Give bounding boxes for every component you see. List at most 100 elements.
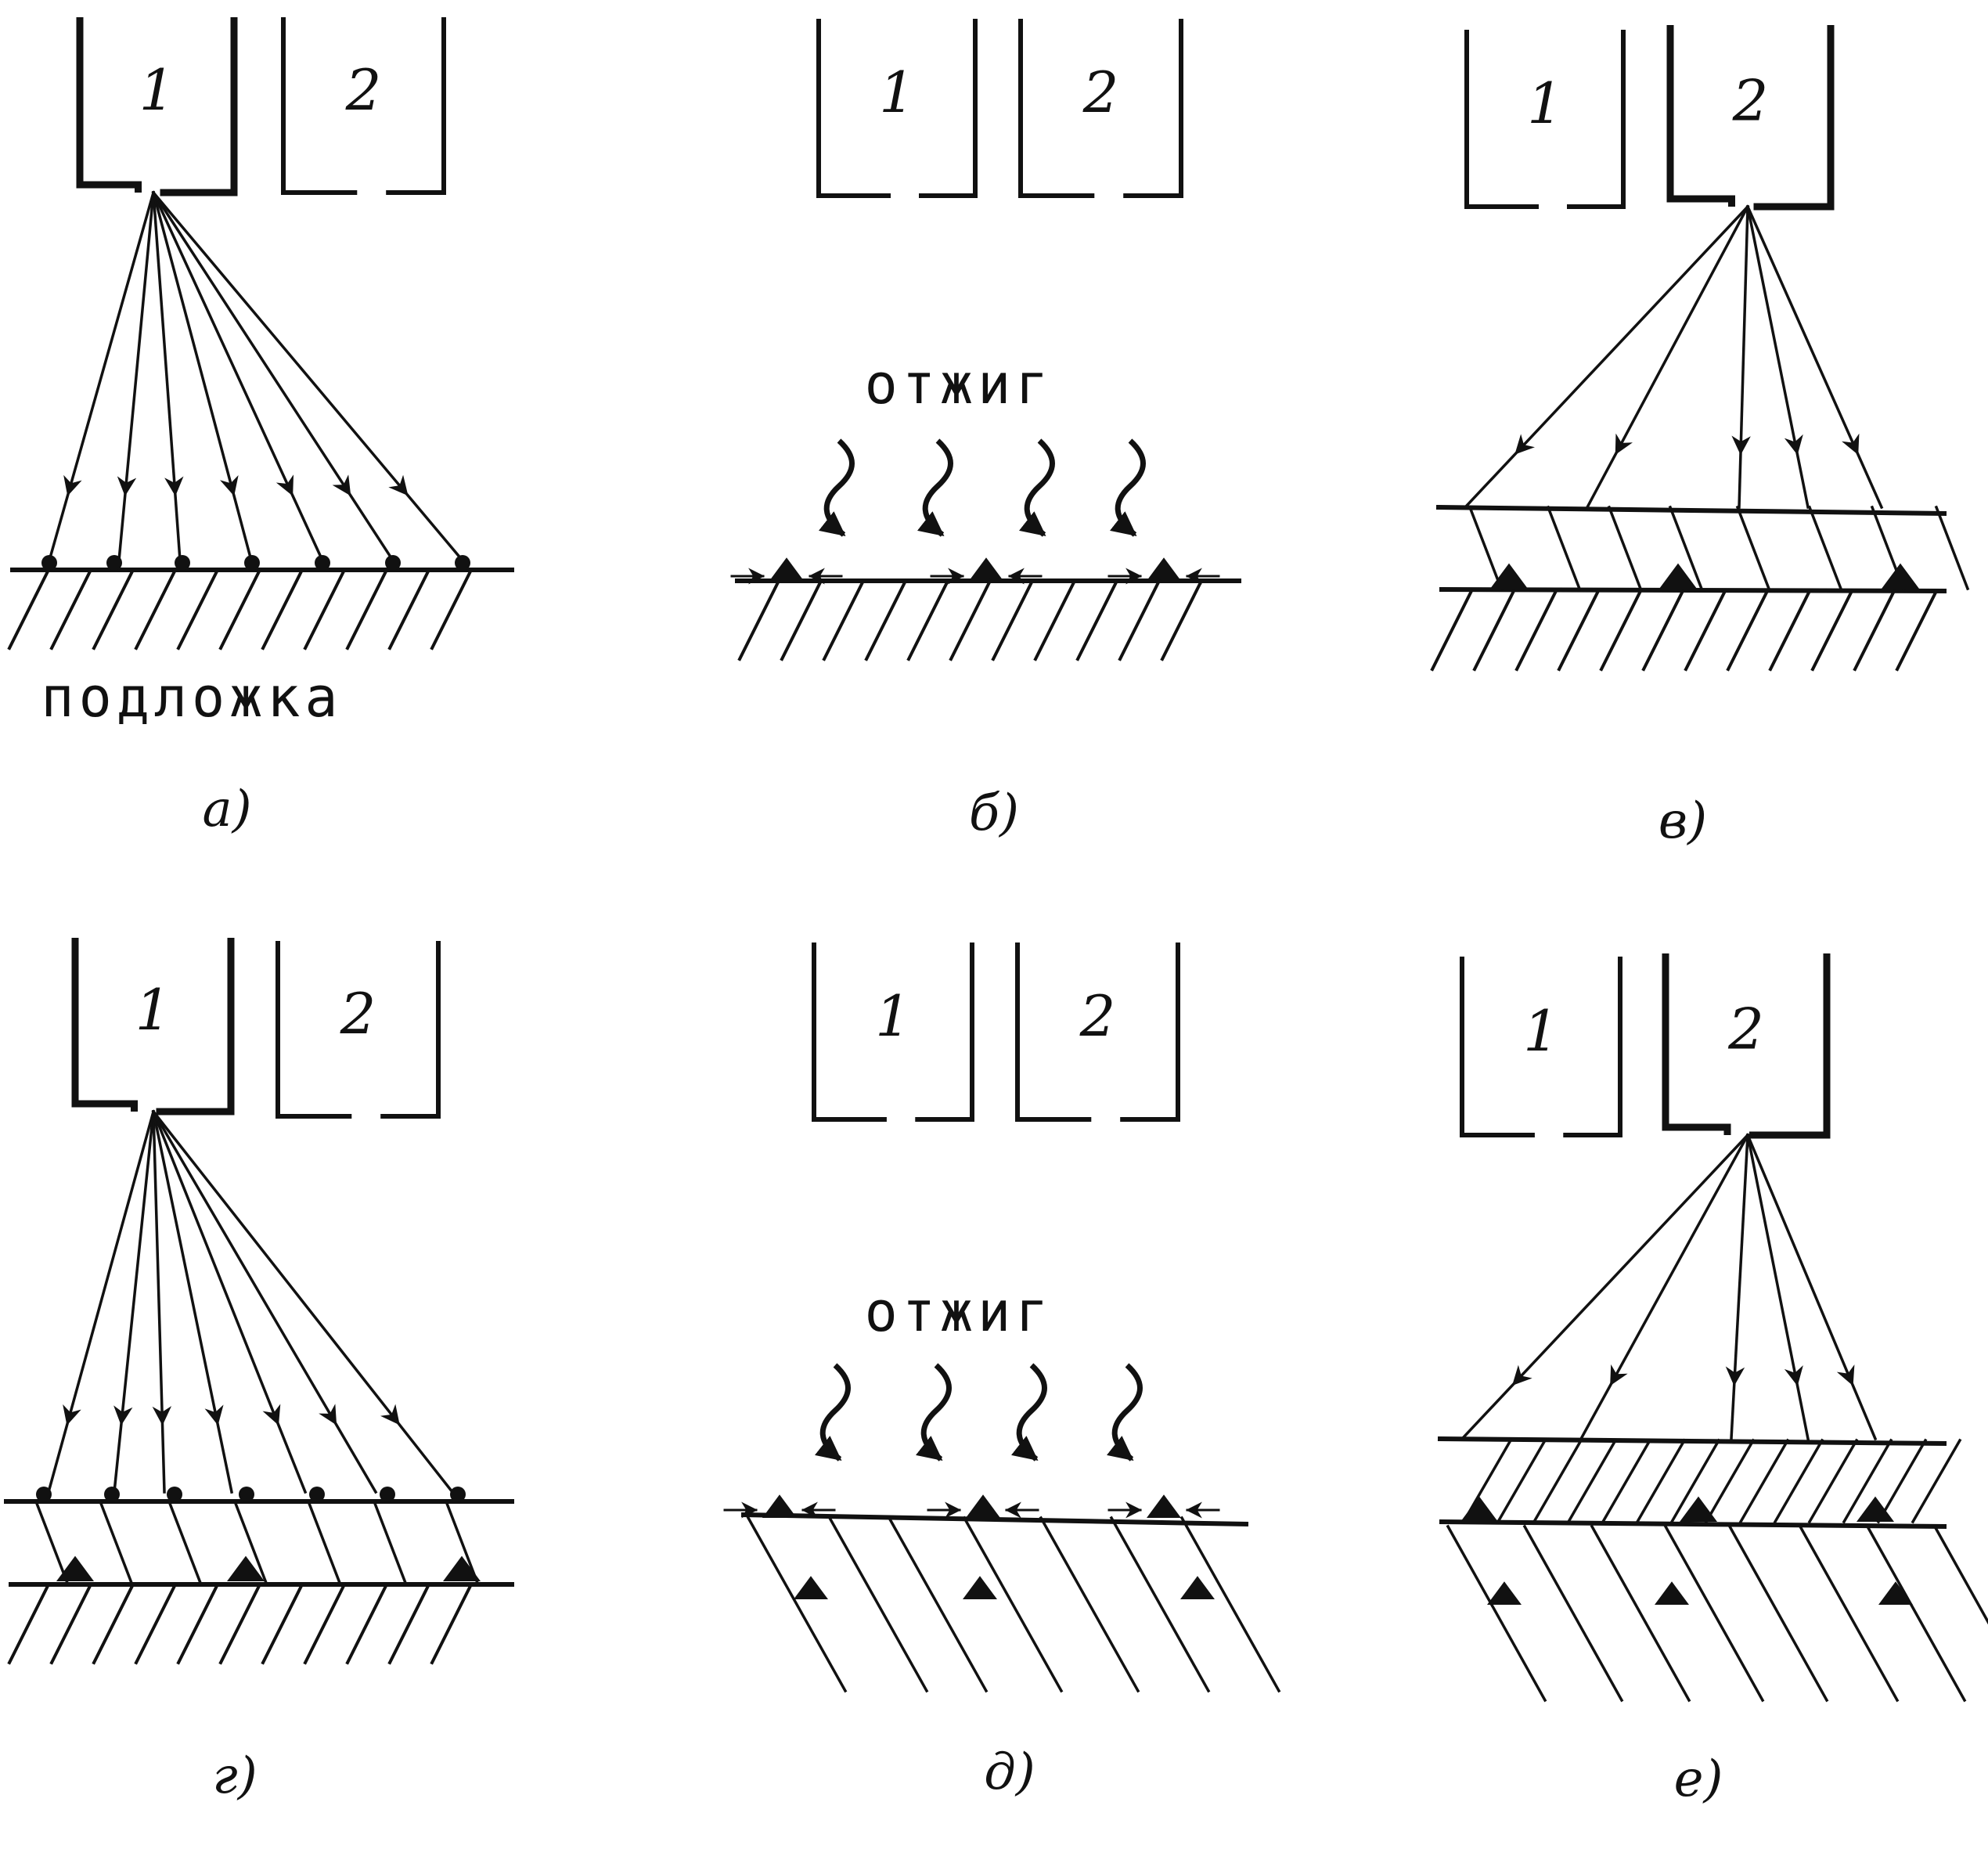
source-label: 1: [135, 977, 171, 1043]
flux-arrow: [151, 1109, 234, 1494]
source-1-crucible: 1: [812, 943, 974, 1122]
film-hatch: [746, 1516, 848, 1693]
heat-arrow: [915, 1363, 952, 1462]
substrate-hatch: [1590, 1524, 1691, 1703]
heat-arrow: [1010, 1363, 1047, 1462]
source-1-crucible: 1: [71, 938, 235, 1116]
heat-arrow: [1018, 438, 1055, 537]
crucible-wall: [1123, 19, 1183, 198]
particle-marker: [963, 1576, 997, 1599]
panel-caption: б): [969, 784, 1019, 842]
flux-arrow: [46, 1109, 156, 1494]
flux-arrow: [152, 191, 182, 562]
layer-hatch: [232, 1499, 268, 1585]
layer-hatch: [167, 1499, 203, 1585]
substrate-hatch: [1865, 1524, 1967, 1703]
anneal-label: отжиг: [865, 352, 1053, 416]
panel-caption: е): [1674, 1750, 1723, 1808]
crucible-wall: [380, 941, 441, 1119]
hatch-line: [1160, 578, 1204, 661]
film-hatch: [1496, 1438, 1547, 1524]
flux-arrow: [1460, 1133, 1750, 1441]
particle-marker: [1147, 1494, 1181, 1518]
panel-b: 1 2 отжиг б): [730, 19, 1241, 842]
particle-dot: [36, 1487, 52, 1502]
crucible-wall: [76, 17, 142, 193]
source-label: 2: [345, 57, 382, 123]
hatch-line: [949, 578, 992, 661]
hatch-line: [49, 1582, 93, 1665]
hatch-line: [1514, 589, 1558, 672]
hatch-line: [345, 1582, 389, 1665]
flux-arrow: [1730, 1134, 1749, 1440]
film-hatch: [1738, 1438, 1790, 1524]
crucible-wall: [1666, 25, 1735, 207]
particle-marker: [1487, 1581, 1522, 1605]
film-hatch: [887, 1516, 989, 1693]
hatch-line: [430, 568, 474, 651]
particle-marker: [769, 557, 804, 581]
particle-marker: [227, 1555, 265, 1581]
hatch-line: [218, 1582, 262, 1665]
film-hatch: [1773, 1438, 1824, 1524]
hatch-line: [737, 578, 781, 661]
film-top-surface: [1437, 1436, 1947, 1447]
substrate-hatch: [1446, 1524, 1547, 1703]
hatch-line: [1557, 589, 1601, 672]
substrate-surface: [1439, 586, 1947, 594]
hatch-line: [7, 568, 51, 651]
layer-hatch: [98, 1499, 134, 1585]
crucible-wall: [1567, 30, 1626, 209]
hatch-line: [345, 568, 389, 651]
film-hatch: [962, 1516, 1064, 1693]
layer-hatch: [1546, 505, 1582, 591]
particle-dot: [380, 1487, 395, 1502]
particle-marker: [443, 1555, 481, 1581]
hatch-line: [7, 1582, 51, 1665]
source-2-crucible: 2: [1662, 953, 1831, 1139]
source-label: 1: [875, 983, 911, 1049]
hatch-line: [1768, 589, 1812, 672]
film-hatch: [1911, 1438, 1962, 1524]
particle-dot: [106, 555, 122, 571]
particle-marker: [1655, 1581, 1689, 1605]
crucible-wall: [1015, 943, 1092, 1122]
layer-hatch: [1735, 505, 1771, 591]
hatch-line: [134, 568, 178, 651]
particle-dot: [167, 1487, 182, 1502]
substrate-hatch: [1798, 1524, 1900, 1703]
flux-arrow: [1745, 204, 1810, 510]
film-top-surface: [1435, 504, 1947, 517]
hatch-line: [822, 578, 866, 661]
source-1-crucible: 1: [816, 19, 978, 198]
particle-marker: [1857, 1496, 1894, 1522]
crucible-wall: [1120, 943, 1180, 1122]
source-label: 1: [1527, 70, 1563, 136]
layer-hatch: [306, 1499, 342, 1585]
source-label: 2: [1082, 59, 1119, 125]
hatch-line: [864, 578, 908, 661]
hatch-line: [1895, 589, 1939, 672]
particle-marker: [1878, 1581, 1913, 1605]
particle-marker: [966, 1494, 1000, 1518]
hatch-line: [49, 568, 93, 651]
hatch-line: [134, 1582, 178, 1665]
layer-hatch: [34, 1499, 70, 1585]
particle-marker: [1147, 557, 1181, 581]
flux-arrow: [1745, 1133, 1878, 1441]
source-1-crucible: 1: [76, 17, 238, 196]
source-1-crucible: 1: [1460, 957, 1622, 1137]
hatch-line: [261, 1582, 304, 1665]
particle-dot: [309, 1487, 325, 1502]
particle-dot: [239, 1487, 254, 1502]
source-2-crucible: 2: [1018, 19, 1183, 198]
substrate-label: подложка: [41, 665, 342, 730]
film-top-surface: [740, 1512, 1249, 1527]
particle-marker: [1659, 563, 1697, 589]
hatch-line: [1810, 589, 1854, 672]
flux-arrow: [117, 191, 155, 562]
crucible-wall: [919, 19, 978, 198]
flux-arrow: [1579, 1133, 1750, 1441]
flux-arrow: [151, 1109, 378, 1494]
